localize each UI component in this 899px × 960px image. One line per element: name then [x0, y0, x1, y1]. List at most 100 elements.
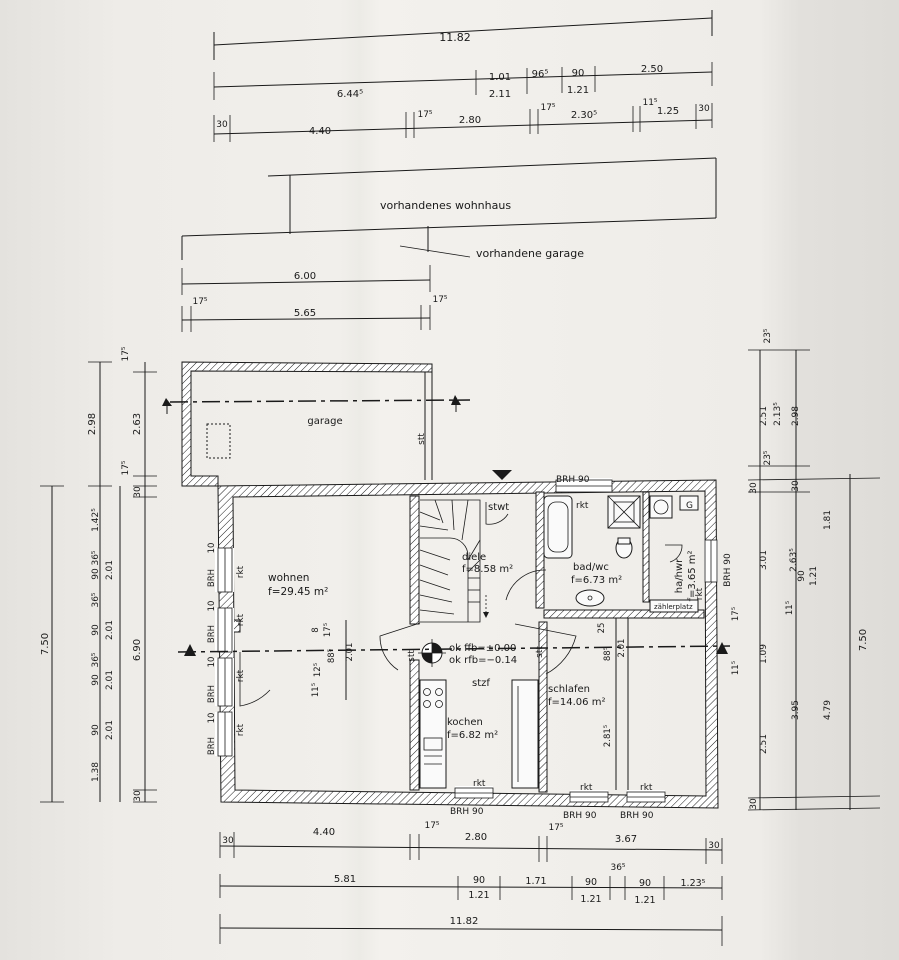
dim-in-175: 17⁵: [323, 623, 333, 637]
dim-left-c12: 2.01: [105, 720, 115, 740]
dim-top-a: 6.44⁵: [337, 89, 363, 100]
dim-garage-outer: 6.00: [294, 271, 316, 282]
label-brh-b3: BRH 90: [620, 811, 654, 821]
dim-left-brh1: BRH: [207, 569, 217, 587]
label-stt-1: stt: [407, 650, 417, 662]
dim-in-8: 8: [311, 627, 321, 632]
dim-left-c4: 2.01: [105, 560, 115, 580]
dim-top-d: 90: [572, 68, 585, 79]
staircase: [419, 499, 489, 623]
dim-garage-inner: 5.65: [294, 308, 316, 319]
label-rkt-5: rkt: [576, 501, 589, 511]
right-dimensions: 7.50 2.98 2.51 2.13⁵ 23⁵ 23⁵ 3.01 1.09 2…: [597, 328, 881, 811]
dim-left-298: 2.98: [87, 413, 98, 435]
windows: [217, 479, 718, 803]
kitchen-fixtures: [419, 679, 539, 789]
entrance-arrow-icon: [492, 470, 512, 480]
dim-bot-280: 2.80: [465, 832, 487, 843]
dim-top-j: 17⁵: [417, 110, 432, 120]
dim-left-30b: 30: [133, 790, 143, 802]
dim-right-479: 4.79: [823, 700, 833, 720]
label-existing-house: vorhandenes wohnhaus: [380, 199, 511, 212]
dim-right-115b: 11⁵: [731, 661, 741, 675]
label-ha: ha/hwr: [674, 558, 685, 593]
area-schlafen: f=14.06 m²: [548, 697, 605, 708]
dim-left-175a: 17⁵: [121, 346, 131, 361]
dim-top-b: 1.01: [489, 72, 511, 83]
left-dimensions: 7.50 2.98 2.63 6.90 17⁵ 17⁵ 30 30 1.42⁵ …: [40, 346, 355, 803]
dim-left-c9: 90: [91, 674, 101, 686]
dim-bot-367: 3.67: [615, 834, 637, 845]
dim-right-301: 3.01: [759, 550, 769, 570]
dim-bot-171: 1.71: [525, 876, 546, 887]
label-rkt-3: rkt: [236, 669, 246, 682]
dim-left-brh3n: 10: [207, 657, 217, 668]
dim-right-121: 1.21: [809, 566, 819, 586]
dim-right-175: 17⁵: [731, 607, 741, 621]
dim-right-181: 1.81: [823, 510, 833, 530]
dim-left-690: 6.90: [132, 639, 143, 661]
dim-bot-90b: 90: [585, 877, 597, 888]
label-stzf: stzf: [472, 678, 490, 689]
dim-left-c7: 2.01: [105, 620, 115, 640]
bottom-dimensions: 30 4.40 17⁵ 2.80 17⁵ 3.67 30 5.81 90 1.7…: [219, 821, 723, 946]
dim-right-251: 2.51: [759, 406, 769, 426]
dim-right-2635: 2.63⁵: [789, 548, 799, 572]
dim-bot-1235: 1.23⁵: [681, 878, 706, 889]
dim-top-p: 30: [698, 104, 710, 114]
dim-bot-175a: 17⁵: [424, 821, 439, 831]
dim-left-brh2: BRH: [207, 625, 217, 643]
label-rkt-2: rkt: [236, 613, 246, 626]
label-bad: bad/wc: [573, 562, 609, 573]
dim-bot-30a: 30: [222, 836, 234, 846]
dim-left-c13: 1.38: [91, 762, 101, 782]
dim-left-total: 7.50: [40, 633, 51, 655]
room-labels: wohnen f=29.45 m² diele f=8.58 m² bad/wc…: [268, 550, 698, 741]
label-rkt-6: rkt: [695, 587, 705, 600]
area-wohnen: f=29.45 m²: [268, 586, 328, 598]
label-zaehlerplatz: zählerplatz: [654, 603, 693, 611]
dim-left-c10: 2.01: [105, 670, 115, 690]
label-brh-right: BRH 90: [723, 553, 733, 587]
label-garage: garage: [307, 416, 342, 427]
dim-right-298: 2.98: [791, 406, 801, 426]
dim-left-brh4n: 10: [207, 713, 217, 724]
dim-right-750: 7.50: [858, 629, 869, 651]
dim-left-brh3: BRH: [207, 685, 217, 703]
dim-left-c5: 36⁵: [91, 592, 101, 607]
dim-top-k: 2.80: [459, 115, 481, 126]
dim-left-263: 2.63: [132, 413, 143, 435]
dim-left-c8: 36⁵: [91, 652, 101, 667]
label-rkt-7: rkt: [473, 779, 486, 789]
dim-top-i: 4.40: [309, 126, 331, 137]
dim-in-201: 2.01: [345, 643, 355, 662]
bathroom-fixtures: [543, 495, 699, 613]
dim-bot-total: 11.82: [450, 916, 479, 927]
dim-right-2135: 2.13⁵: [773, 402, 783, 426]
dim-right-235b: 23⁵: [763, 450, 773, 465]
dim-bot-365: 36⁵: [610, 863, 625, 873]
label-stwt: stwt: [488, 502, 509, 513]
dim-bot-121c: 1.21: [634, 895, 655, 906]
dim-in-885: 88⁵: [327, 649, 337, 663]
dim-bot-440: 4.40: [313, 827, 335, 838]
label-kochen: kochen: [447, 717, 483, 728]
dim-bot-90c: 90: [639, 878, 651, 889]
dim-right-235a: 23⁵: [763, 328, 773, 343]
dim-in-201b: 2.01: [617, 639, 627, 658]
dim-bot-121b: 1.21: [580, 894, 601, 905]
dim-top-c: 96⁵: [532, 69, 549, 80]
dim-top-g: 1.21: [567, 85, 589, 96]
label-stt-garage: stt: [417, 433, 427, 445]
dim-right-30b: 30: [749, 798, 759, 810]
dim-left-30a: 30: [133, 486, 143, 498]
dim-bot-121a: 1.21: [468, 890, 489, 901]
dim-right-115: 11⁵: [785, 601, 795, 615]
dim-left-c2: 36⁵: [91, 550, 101, 565]
dim-top-m: 2.30⁵: [571, 110, 597, 121]
label-rkt-8: rkt: [580, 783, 593, 793]
label-brh-b2: BRH 90: [563, 811, 597, 821]
dim-right-395: 3.95: [791, 700, 801, 720]
label-wohnen: wohnen: [268, 572, 309, 584]
